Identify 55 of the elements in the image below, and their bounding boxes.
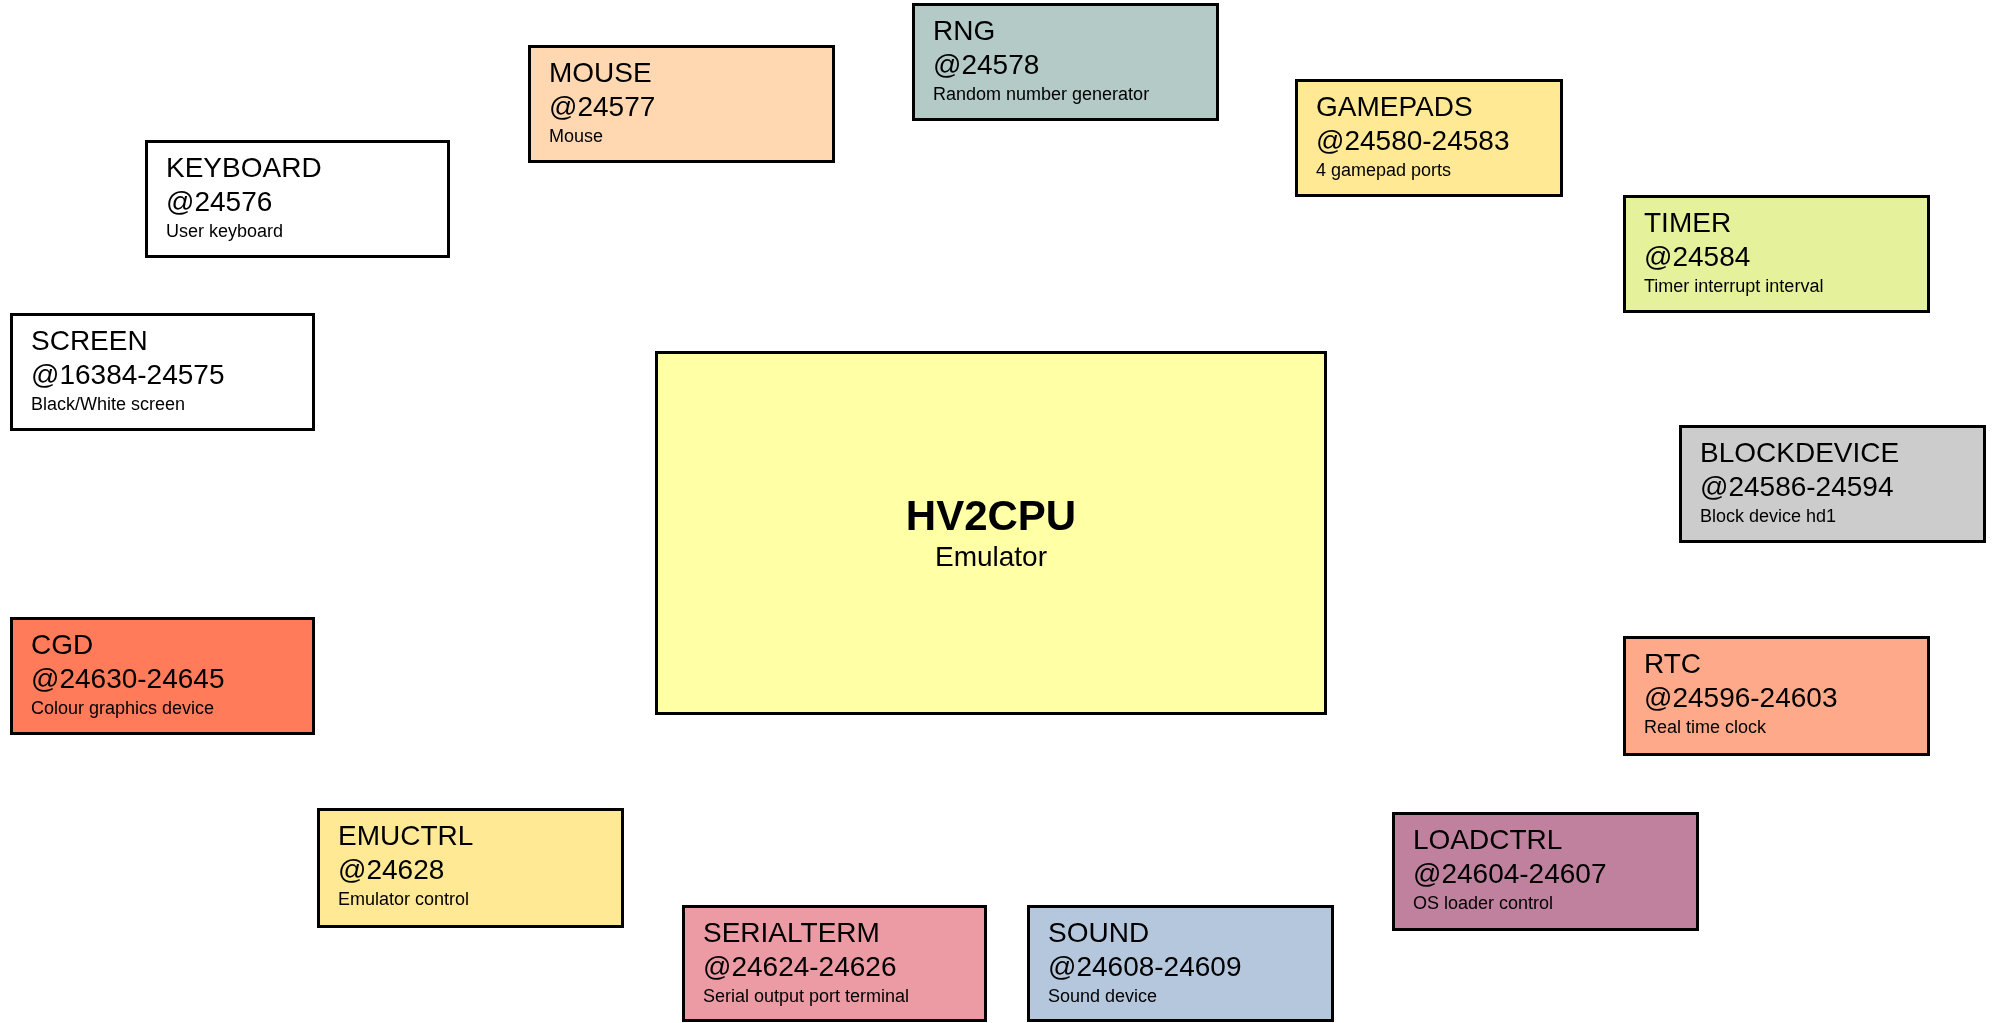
- device-description: Sound device: [1048, 985, 1158, 1008]
- address-range: @16384-24575: [31, 358, 225, 392]
- device-name: MOUSE: [549, 56, 652, 90]
- address-range: @24604-24607: [1413, 857, 1607, 891]
- device-description: OS loader control: [1413, 892, 1554, 915]
- device-box: [1623, 636, 1930, 756]
- address-range: @24578: [933, 48, 1040, 82]
- device-box: [10, 617, 315, 735]
- device-name: GAMEPADS: [1316, 90, 1473, 124]
- device-box: [1679, 425, 1986, 543]
- device-description: Serial output port terminal: [703, 985, 910, 1008]
- device-name: TIMER: [1644, 206, 1732, 240]
- device-description: Random number generator: [933, 83, 1150, 106]
- device-name: LOADCTRL: [1413, 823, 1563, 857]
- device-box: [10, 313, 315, 431]
- device-description: User keyboard: [166, 220, 284, 243]
- device-box: [145, 140, 450, 258]
- device-box: [1027, 905, 1334, 1022]
- device-description: Colour graphics device: [31, 697, 215, 720]
- device-name: RTC: [1644, 647, 1702, 681]
- cpu-subtitle: Emulator: [934, 540, 1047, 574]
- device-description: Real time clock: [1644, 716, 1767, 739]
- cpu-name: HV2CPU: [905, 492, 1077, 540]
- device-description: Black/White screen: [31, 393, 186, 416]
- device-box: [1623, 195, 1930, 313]
- device-description: Mouse: [549, 125, 604, 148]
- device-name: SCREEN: [31, 324, 148, 358]
- device-name: SERIALTERM: [703, 916, 880, 950]
- device-description: Emulator control: [338, 888, 470, 911]
- address-range: @24577: [549, 90, 656, 124]
- address-range: @24576: [166, 185, 273, 219]
- address-range: @24596-24603: [1644, 681, 1838, 715]
- device-name: SOUND: [1048, 916, 1150, 950]
- device-description: 4 gamepad ports: [1316, 159, 1452, 182]
- device-box: [1295, 79, 1563, 197]
- address-range: @24630-24645: [31, 662, 225, 696]
- device-name: EMUCTRL: [338, 819, 474, 853]
- address-range: @24608-24609: [1048, 950, 1242, 984]
- address-range: @24628: [338, 853, 445, 887]
- device-description: Timer interrupt interval: [1644, 275, 1824, 298]
- address-range: @24586-24594: [1700, 470, 1894, 504]
- address-range: @24580-24583: [1316, 124, 1510, 158]
- device-name: CGD: [31, 628, 94, 662]
- address-range: @24624-24626: [703, 950, 897, 984]
- device-box: [1392, 812, 1699, 931]
- address-range: @24584: [1644, 240, 1751, 274]
- device-name: BLOCKDEVICE: [1700, 436, 1900, 470]
- device-name: RNG: [933, 14, 996, 48]
- device-box: [528, 45, 835, 163]
- device-box: [682, 905, 987, 1022]
- device-box: [912, 3, 1219, 121]
- device-box: [317, 808, 624, 928]
- device-name: KEYBOARD: [166, 151, 322, 185]
- cpu-box: [655, 351, 1327, 715]
- device-description: Block device hd1: [1700, 505, 1837, 528]
